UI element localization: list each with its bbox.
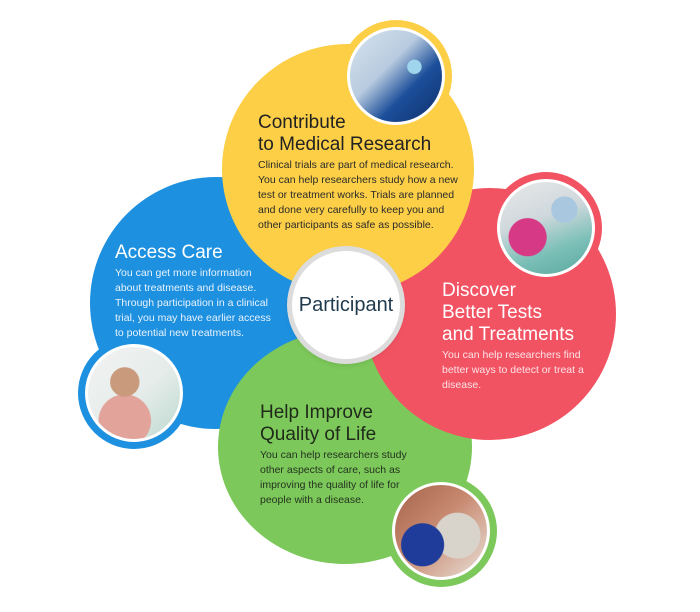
lab-vial-photo: lab-vial-photo <box>347 27 445 125</box>
patient-in-bed-photo: patient-in-bed-photo <box>85 344 183 442</box>
caregiver-elderly-photo: caregiver-elderly-photo <box>392 482 490 580</box>
research-title-line1: Contribute <box>258 112 346 133</box>
access-title: Access Care <box>115 242 223 263</box>
quality-body: You can help researchers study other asp… <box>260 449 407 506</box>
access-body: You can get more information about treat… <box>115 267 271 339</box>
quality-title-line2: Quality of Life <box>260 424 377 445</box>
discover-body: You can help researchers find better way… <box>442 349 584 391</box>
participant-center-circle: Participant <box>292 251 400 359</box>
research-title-line2: to Medical Research <box>258 134 432 155</box>
research-body: Clinical trials are part of medical rese… <box>258 159 458 231</box>
quality-title-line1: Help Improve <box>260 402 373 423</box>
discover-title-line1: Discover <box>442 280 516 301</box>
discover-title-line3: and Treatments <box>442 324 575 345</box>
participant-label: Participant <box>298 293 394 316</box>
access-text: Access Care You can get more information… <box>115 242 280 341</box>
nurses-photo: nurses-photo <box>497 179 595 277</box>
discover-title-line2: Better Tests <box>442 302 542 323</box>
